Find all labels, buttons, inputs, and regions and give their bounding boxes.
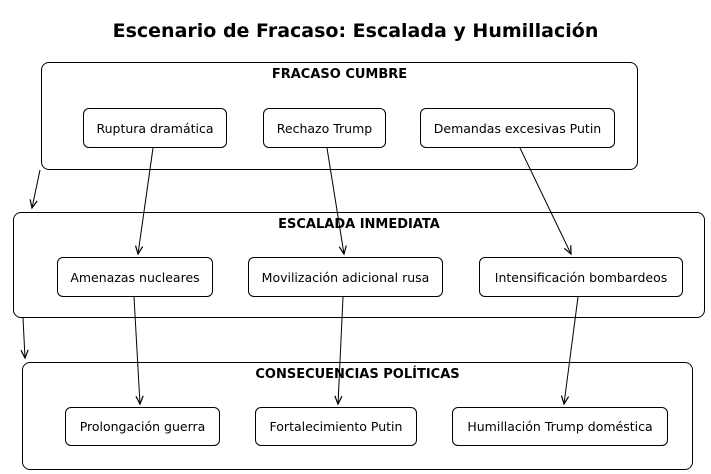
node-movilizacion-adicional-rusa: Movilización adicional rusa bbox=[248, 257, 443, 297]
node-prolongacion-guerra: Prolongación guerra bbox=[65, 407, 220, 446]
node-amenazas-nucleares: Amenazas nucleares bbox=[57, 257, 213, 297]
cluster-escalada-inmediata: ESCALADA INMEDIATA bbox=[13, 212, 705, 318]
diagram-title: Escenario de Fracaso: Escalada y Humilla… bbox=[112, 20, 599, 42]
node-ruptura-dramatica: Ruptura dramática bbox=[83, 108, 227, 148]
node-rechazo-trump: Rechazo Trump bbox=[263, 108, 386, 148]
node-demandas-excesivas-putin: Demandas excesivas Putin bbox=[420, 108, 615, 148]
node-humillacion-trump-domestica: Humillación Trump doméstica bbox=[452, 407, 668, 446]
edge-fracaso-cumbre-to-escalada-inmediata bbox=[29, 169, 41, 210]
cluster-consecuencias-politicas: CONSECUENCIAS POLÍTICAS bbox=[22, 362, 693, 470]
edge-escalada-inmediata-to-consecuencias-politicas bbox=[20, 317, 29, 360]
node-fortalecimiento-putin: Fortalecimiento Putin bbox=[255, 407, 417, 446]
cluster-label-escalada-inmediata: ESCALADA INMEDIATA bbox=[278, 217, 440, 232]
node-intensificacion-bombardeos: Intensificación bombardeos bbox=[479, 257, 683, 297]
cluster-label-fracaso-cumbre: FRACASO CUMBRE bbox=[271, 67, 408, 82]
cluster-label-consecuencias-politicas: CONSECUENCIAS POLÍTICAS bbox=[255, 367, 460, 382]
